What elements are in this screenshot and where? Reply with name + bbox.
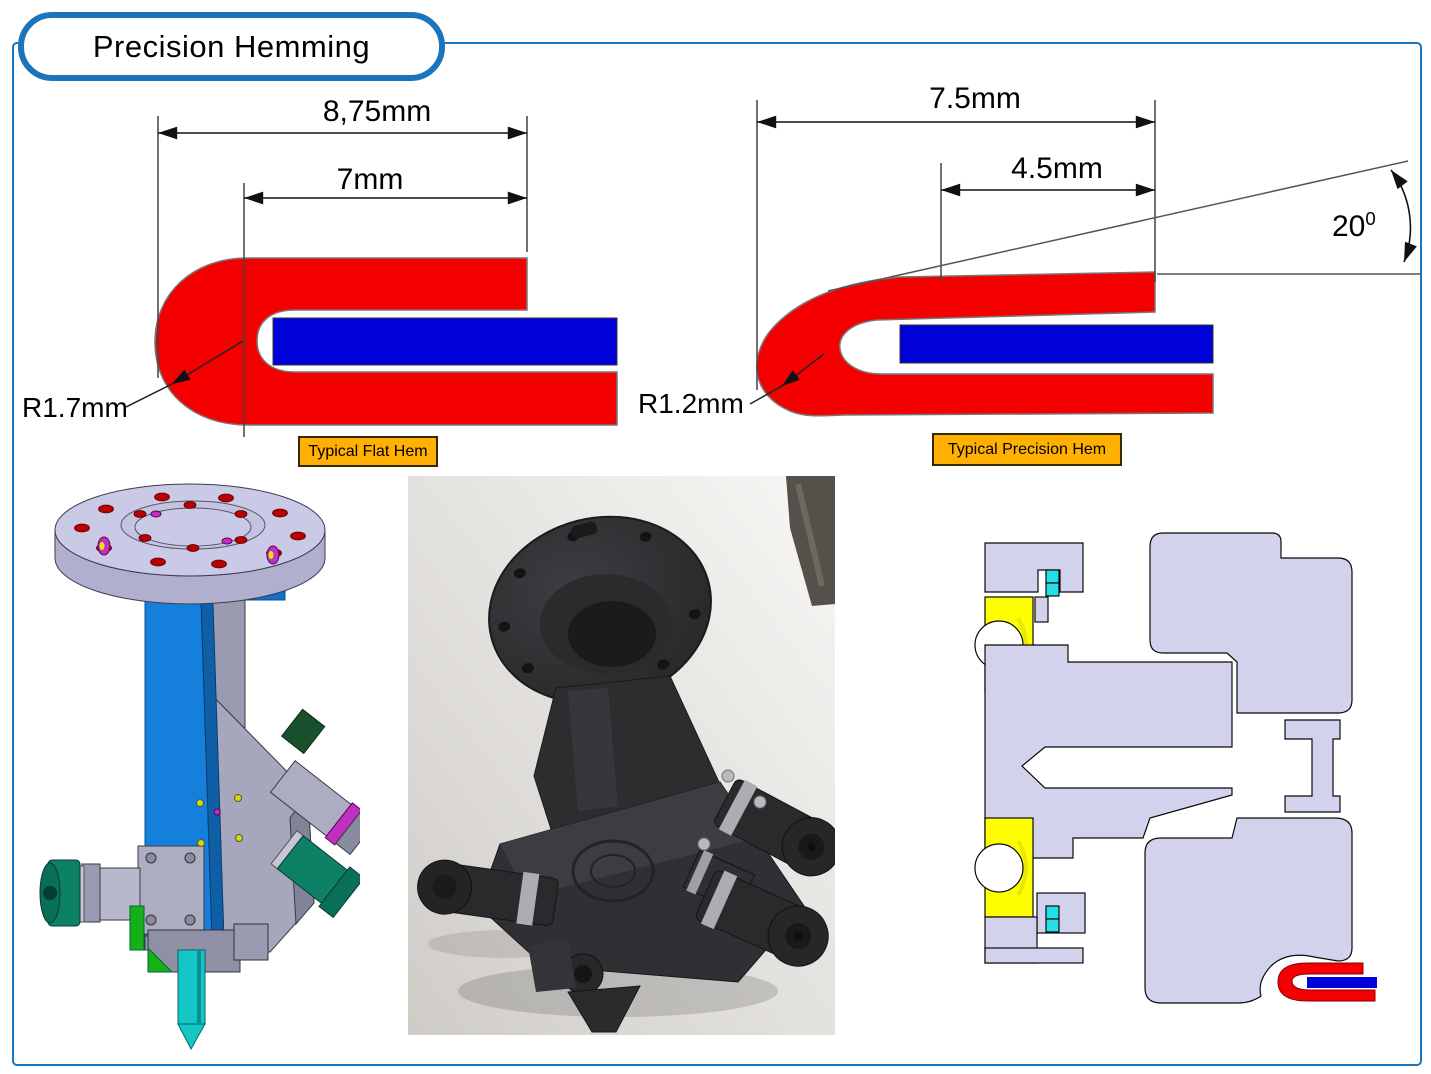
photo-roller-lower-dot (794, 932, 803, 941)
flat-hem-inner-width-label: 7mm (336, 163, 404, 196)
slide-border (12, 42, 1422, 1066)
hem-diagrams (125, 100, 1421, 437)
xs-shaft (984, 644, 1233, 859)
page-title: Precision Hemming (92, 28, 371, 64)
cad-teal-cap (318, 866, 360, 919)
radius-leader-line (171, 340, 244, 385)
photo-roller-left-hub (432, 875, 457, 900)
photo-bottom-fin (567, 985, 641, 1033)
cad-pin-hole (150, 510, 162, 518)
photo-flange-notch (571, 521, 598, 539)
cad-cylinder-cap (335, 811, 360, 856)
xs-hem-blue (1307, 977, 1377, 988)
cad-pin-hole (221, 537, 233, 545)
cad-bolt-holes (74, 492, 306, 569)
cad-side-port-center (99, 542, 105, 550)
precision-hem-angle-label: 200 (1332, 208, 1376, 243)
cad-side-port-center (268, 551, 274, 559)
cad-actuator-bolts (145, 852, 196, 926)
precision-hem-diagram (749, 100, 1421, 417)
radius-leader-line (749, 385, 783, 405)
photo-corner-object-edge (795, 483, 825, 587)
xs-cage-bottom (1016, 839, 1028, 897)
flat-hem-total-width-label: 8,75mm (322, 95, 432, 128)
xs-upper-ring (984, 542, 1084, 593)
xs-hem-red (1277, 962, 1376, 1002)
cad-bottom-step (233, 923, 269, 961)
xs-ball-bottom (974, 843, 1024, 893)
photo-bolt-heads (697, 769, 767, 851)
xs-seal-bottom (1045, 905, 1060, 920)
xs-seal-top (1045, 569, 1060, 584)
cad-actuator-cap-center (43, 886, 57, 900)
flat-hem-inner-sheet (272, 317, 618, 366)
cad-model-figure (39, 483, 360, 1051)
photo-roller-mid-band (686, 850, 714, 895)
photo-logo-circle (571, 839, 655, 903)
xs-h-insert (1284, 719, 1341, 813)
xs-lower-ring (984, 947, 1084, 964)
xs-step-bottom (1036, 892, 1086, 934)
photo-neck-highlight (568, 688, 618, 811)
precision-hem-caption: Typical Precision Hem (932, 433, 1122, 466)
cad-hemming-pin-tip (177, 1023, 206, 1051)
photo-logo-inner (590, 854, 636, 888)
precision-hem-inner-width-label: 4.5mm (1011, 152, 1103, 185)
photo-roller-left-band (516, 871, 540, 926)
flat-hem-radius-label: R1.7mm (22, 392, 128, 423)
xs-lower-die (1144, 817, 1353, 1004)
cad-actuator-ring (81, 863, 101, 923)
photo-front-foot (528, 938, 576, 992)
radius-leader-line (125, 383, 173, 408)
precision-hem-radius-label: R1.2mm (638, 388, 744, 419)
photo-roller-upper-band (718, 779, 758, 836)
precision-hem-total-width-label: 7.5mm (929, 82, 1021, 115)
tool-photo-figure (408, 476, 835, 1035)
photo-flange-opening (568, 601, 656, 667)
xs-seal-bottom (1045, 918, 1060, 933)
precision-hem-outer-sheet (756, 271, 1214, 417)
cross-section-figure (974, 532, 1377, 1004)
angle-arc (1390, 169, 1417, 263)
angle-reference-line (827, 160, 1409, 292)
radius-leader-line (781, 353, 825, 387)
photo-roller-lower-band (700, 870, 738, 930)
cad-green-wedge (147, 946, 174, 973)
cad-green-block (280, 708, 326, 755)
flat-hem-diagram (125, 116, 618, 437)
photo-body-top-face (500, 782, 758, 896)
cad-screw-dots (196, 794, 243, 847)
xs-upper-die (1149, 532, 1353, 714)
flat-hem-caption: Typical Flat Hem (298, 436, 438, 467)
xs-step-top (1034, 596, 1049, 623)
cad-green-sliver (129, 905, 145, 951)
xs-seal-top (1045, 582, 1060, 597)
title-capsule: Precision Hemming (18, 12, 445, 81)
precision-hem-inner-sheet (899, 324, 1214, 364)
flat-hem-outer-sheet (154, 257, 618, 426)
photo-roller-upper-dot (807, 842, 816, 851)
photo-bottom-hub-center (574, 965, 592, 983)
